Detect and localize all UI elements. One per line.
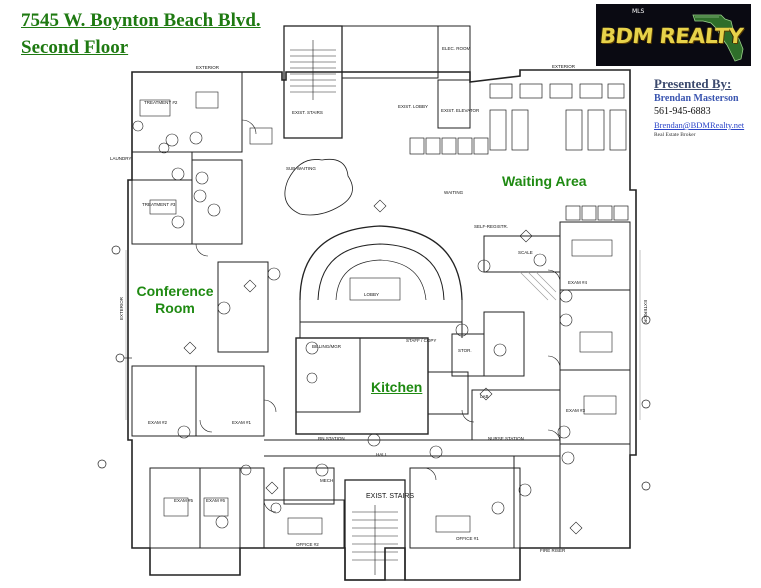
waiting-area-label: Waiting Area: [502, 173, 587, 189]
logo-text: BDM REALTY: [598, 24, 745, 48]
agent-phone: 561-945-6883: [654, 106, 711, 117]
kitchen-label: Kitchen: [371, 379, 423, 395]
exist-stairs-block: [283, 25, 343, 139]
label-exam-2: EXAM #2: [148, 420, 168, 425]
florida-map-icon: [692, 14, 744, 62]
label-exam-1: EXAM #1: [232, 420, 252, 425]
label-lab: LAB: [480, 394, 489, 399]
label-exterior-right: EXTERIOR: [643, 300, 648, 324]
presented-by-block: Presented By: Brendan Masterson 561-945-…: [654, 76, 754, 138]
label-elec-room: ELEC. ROOM: [442, 46, 471, 51]
bottom-stairs-block: [344, 479, 406, 581]
mls-badge: MLS: [632, 8, 645, 15]
label-rn-station: RN STATION: [318, 436, 345, 441]
label-waiting: WAITING: [444, 190, 464, 195]
conference-room-label-line2: Room: [155, 300, 195, 316]
label-mech: MECH.: [320, 478, 335, 483]
bdm-realty-logo: MLS BDM REALTY: [596, 4, 751, 66]
label-billing-mgr: BILLING/MGR: [312, 344, 342, 349]
presented-by-heading: Presented By:: [654, 76, 732, 91]
label-self-registr: SELF-REGISTR.: [474, 224, 508, 229]
building-outline: [127, 69, 637, 581]
label-exist-stairs: EXIST. STAIRS: [292, 110, 323, 115]
label-treatment-2: TREATMENT #2: [144, 100, 178, 105]
elevator-block: [437, 79, 471, 129]
elec-room-block: [437, 25, 471, 73]
label-exist-lobby: EXIST. LOBBY: [398, 104, 428, 109]
label-fire-riser: FIRE RISER: [540, 548, 566, 553]
agent-email-link[interactable]: Brendan@BDMRealty.net: [654, 120, 745, 130]
label-treatment-3: TREATMENT #3: [142, 202, 176, 207]
label-laundry: LAUNDRY: [110, 156, 131, 161]
label-sub-waiting: SUB-WAITING: [286, 166, 316, 171]
label-exam-5: EXAM #5: [174, 498, 194, 503]
page-title-floor: Second Floor: [21, 37, 129, 58]
label-exterior-left: EXTERIOR: [119, 296, 124, 320]
label-exist-elevator: EXIST. ELEVATOR: [441, 108, 480, 113]
label-exam-6: EXAM #6: [206, 498, 226, 503]
label-lobby-pass: LOBBY: [364, 292, 379, 297]
label-hall: HALL: [376, 452, 388, 457]
label-staff-copy: STAFF / COPY: [406, 338, 436, 343]
label-nurse-station: NURSE STATION: [488, 436, 524, 441]
conference-room-label: Conference Room: [135, 283, 215, 317]
label-exam-4: EXAM #4: [568, 280, 588, 285]
label-office-1: OFFICE #1: [456, 536, 479, 541]
label-exist-stairs-bottom: EXIST. STAIRS: [366, 493, 414, 500]
label-exam-3: EXAM #3: [566, 408, 586, 413]
label-scale: SCALE: [518, 250, 533, 255]
label-office-2: OFFICE #2: [296, 542, 319, 547]
label-exterior-top-right: EXTERIOR: [552, 64, 576, 69]
conference-room-label-line1: Conference: [136, 283, 214, 299]
agent-role: Real Estate Broker: [654, 132, 696, 138]
agent-name: Brendan Masterson: [654, 93, 739, 104]
page-title-address: 7545 W. Boynton Beach Blvd.: [21, 10, 261, 31]
label-exterior-top: EXTERIOR: [196, 65, 220, 70]
label-stor: STOR.: [458, 348, 472, 353]
